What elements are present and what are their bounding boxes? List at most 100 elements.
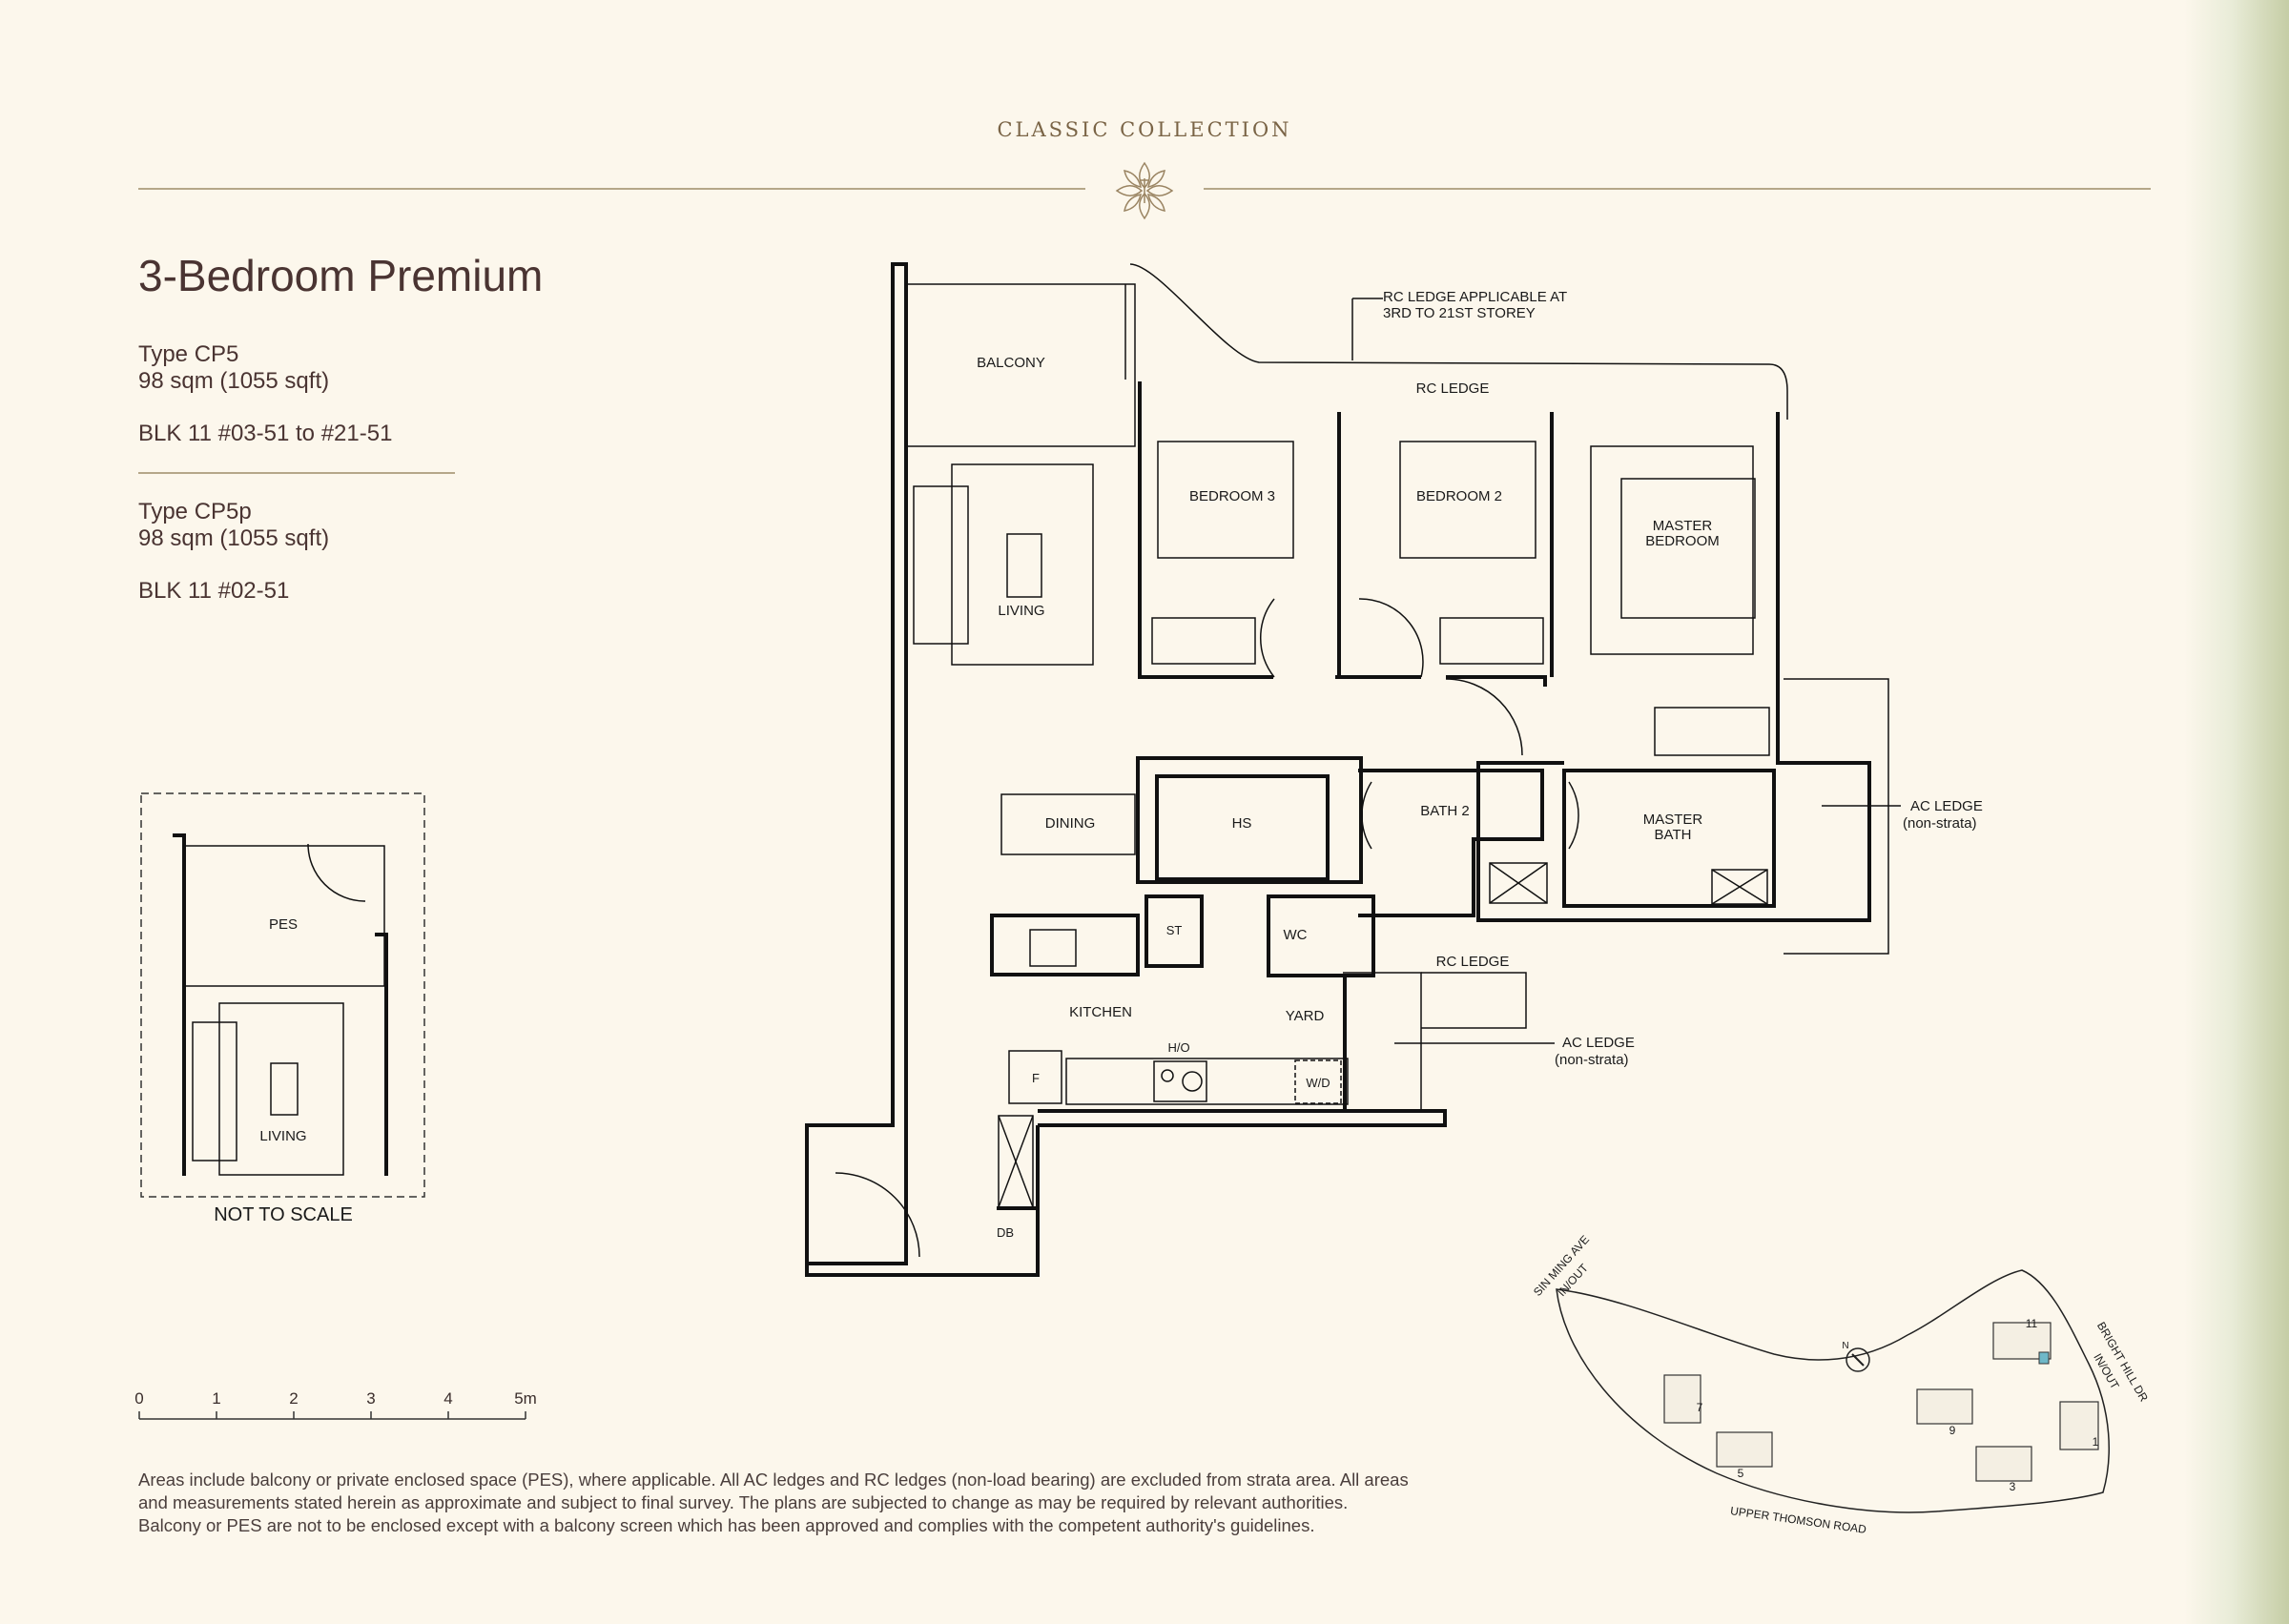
type-a-units: BLK 11 #03-51 to #21-51 <box>138 421 393 446</box>
label-master-bath-2: BATH <box>1655 827 1692 843</box>
plan-bath2-wall <box>1358 769 1544 917</box>
plan-fridge <box>1008 1050 1062 1104</box>
site-north-label: N <box>1842 1341 1848 1351</box>
plan-bed3-wardrobe <box>1151 617 1256 665</box>
plan-db-cross-2 <box>998 1115 1034 1208</box>
plan-hob <box>1153 1060 1207 1102</box>
label-st: ST <box>1166 923 1183 937</box>
inset-door <box>307 843 366 902</box>
spec-divider <box>138 472 455 474</box>
plan-balcony <box>905 283 1136 447</box>
site-block-1 <box>2059 1401 2099 1450</box>
plan-master-bed <box>1620 478 1756 619</box>
label-ho: H/O <box>1167 1040 1189 1055</box>
scale-tick-1: 1 <box>212 1389 220 1408</box>
page-edge-gradient <box>2184 0 2289 1624</box>
label-ac-mid-2: (non-strata) <box>1555 1052 1629 1068</box>
plan-dining-table <box>1000 793 1136 855</box>
label-yard: YARD <box>1286 1008 1325 1024</box>
label-fridge: F <box>1032 1071 1040 1085</box>
plan-entry-wall <box>805 1125 1040 1277</box>
site-block-7 <box>1663 1374 1701 1424</box>
plan-bed3 <box>1157 441 1294 559</box>
site-block-9 <box>1916 1388 1973 1425</box>
label-bedroom2: BEDROOM 2 <box>1416 488 1502 504</box>
plan-shower-master <box>1711 869 1768 905</box>
header-rule-left <box>138 188 1085 190</box>
plan-bed2-wardrobe <box>1439 617 1544 665</box>
plan-yard-ledge <box>1343 972 1422 1111</box>
scale-tick-4: 4 <box>443 1389 452 1408</box>
site-block-label-11: 11 <box>2026 1317 2038 1330</box>
inset-table <box>270 1062 299 1116</box>
type-a-label: Type CP5 <box>138 341 239 367</box>
inset-living-rug <box>218 1002 344 1176</box>
label-rc-ledge-top: RC LEDGE <box>1416 380 1490 397</box>
plan-master-rug <box>1590 445 1754 655</box>
plan-wc-wall <box>1267 894 1375 977</box>
site-block-label-3: 3 <box>2010 1480 2016 1493</box>
site-block-label-5: 5 <box>1738 1467 1744 1480</box>
inset-wall-right <box>375 933 388 1176</box>
plan-sink <box>1029 929 1077 967</box>
label-ac-mid-1: AC LEDGE <box>1562 1035 1635 1051</box>
disclaimer-line-3: Balcony or PES are not to be enclosed ex… <box>138 1515 1315 1535</box>
plan-hob-burner-1 <box>1161 1069 1174 1082</box>
label-bath2: BATH 2 <box>1420 803 1469 819</box>
plan-bed2 <box>1399 441 1536 559</box>
header-rule-right <box>1204 188 2151 190</box>
inset-pes-area <box>183 845 385 987</box>
disclaimer-line-1: Areas include balcony or private enclose… <box>138 1470 1409 1490</box>
leaf-emblem-icon <box>1115 161 1174 220</box>
label-wd: W/D <box>1306 1076 1330 1090</box>
inset-plan: PES LIVING <box>140 792 425 1198</box>
disclaimer: Areas include balcony or private enclose… <box>138 1469 1626 1537</box>
label-rc-ledge-mid: RC LEDGE <box>1436 954 1510 970</box>
label-master-1: MASTER <box>1653 518 1713 534</box>
plan-hob-burner-2 <box>1182 1071 1203 1092</box>
plan-master-wall <box>1476 412 1871 922</box>
plan-rc-ledge-mid <box>1421 972 1527 1029</box>
label-ac-right-2: (non-strata) <box>1903 815 1977 832</box>
label-wc: WC <box>1284 927 1308 943</box>
plan-master-bath-wall <box>1562 769 1776 908</box>
plan-living-sofa <box>913 485 969 645</box>
north-arrow-icon <box>1846 1347 1870 1372</box>
scale-bar: 0 1 2 3 4 5m <box>134 1389 537 1420</box>
label-dining: DINING <box>1045 815 1096 832</box>
label-rc-note-1: RC LEDGE APPLICABLE AT <box>1383 289 1567 305</box>
site-block-label-1: 1 <box>2093 1435 2099 1449</box>
type-b-area: 98 sqm (1055 sqft) <box>138 525 330 551</box>
label-kitchen: KITCHEN <box>1069 1004 1132 1020</box>
plan-door-entry <box>835 1172 920 1258</box>
inset-sofa <box>192 1021 237 1161</box>
brand-title: CLASSIC COLLECTION <box>997 118 1292 141</box>
site-block-label-9: 9 <box>1949 1424 1956 1437</box>
site-upper-thomson: UPPER THOMSON ROAD <box>1729 1504 1867 1536</box>
plan-door-bath2 <box>1361 781 1372 850</box>
type-b-units: BLK 11 #02-51 <box>138 578 290 604</box>
site-block-label-7: 7 <box>1697 1401 1703 1414</box>
plan-shower-bath2 <box>1489 862 1548 904</box>
plan-door-master-bath <box>1568 781 1579 850</box>
plan-west-wall <box>805 262 908 1265</box>
inset-border <box>140 792 425 1198</box>
label-living: LIVING <box>998 603 1044 619</box>
plan-store-wall <box>1144 894 1204 968</box>
plan-bedroom2-wall <box>1446 675 1547 687</box>
inset-label-pes: PES <box>269 916 298 933</box>
scale-tick-2: 2 <box>289 1389 298 1408</box>
label-bedroom3: BEDROOM 3 <box>1189 488 1275 504</box>
site-boundary <box>1556 1269 2110 1513</box>
plan-kitchen-south-wall <box>1038 1109 1447 1127</box>
scale-tick-0: 0 <box>134 1389 143 1408</box>
scale-tick-3: 3 <box>366 1389 375 1408</box>
plan-db-wall <box>997 1125 1040 1210</box>
plan-ac-ledge-right <box>1784 678 1889 955</box>
label-master-2: BEDROOM <box>1645 533 1720 549</box>
type-b-label: Type CP5p <box>138 499 252 524</box>
label-hs: HS <box>1232 815 1252 832</box>
plan-door-bed3 <box>1259 598 1275 678</box>
plan-db-cabinet <box>998 1115 1034 1208</box>
